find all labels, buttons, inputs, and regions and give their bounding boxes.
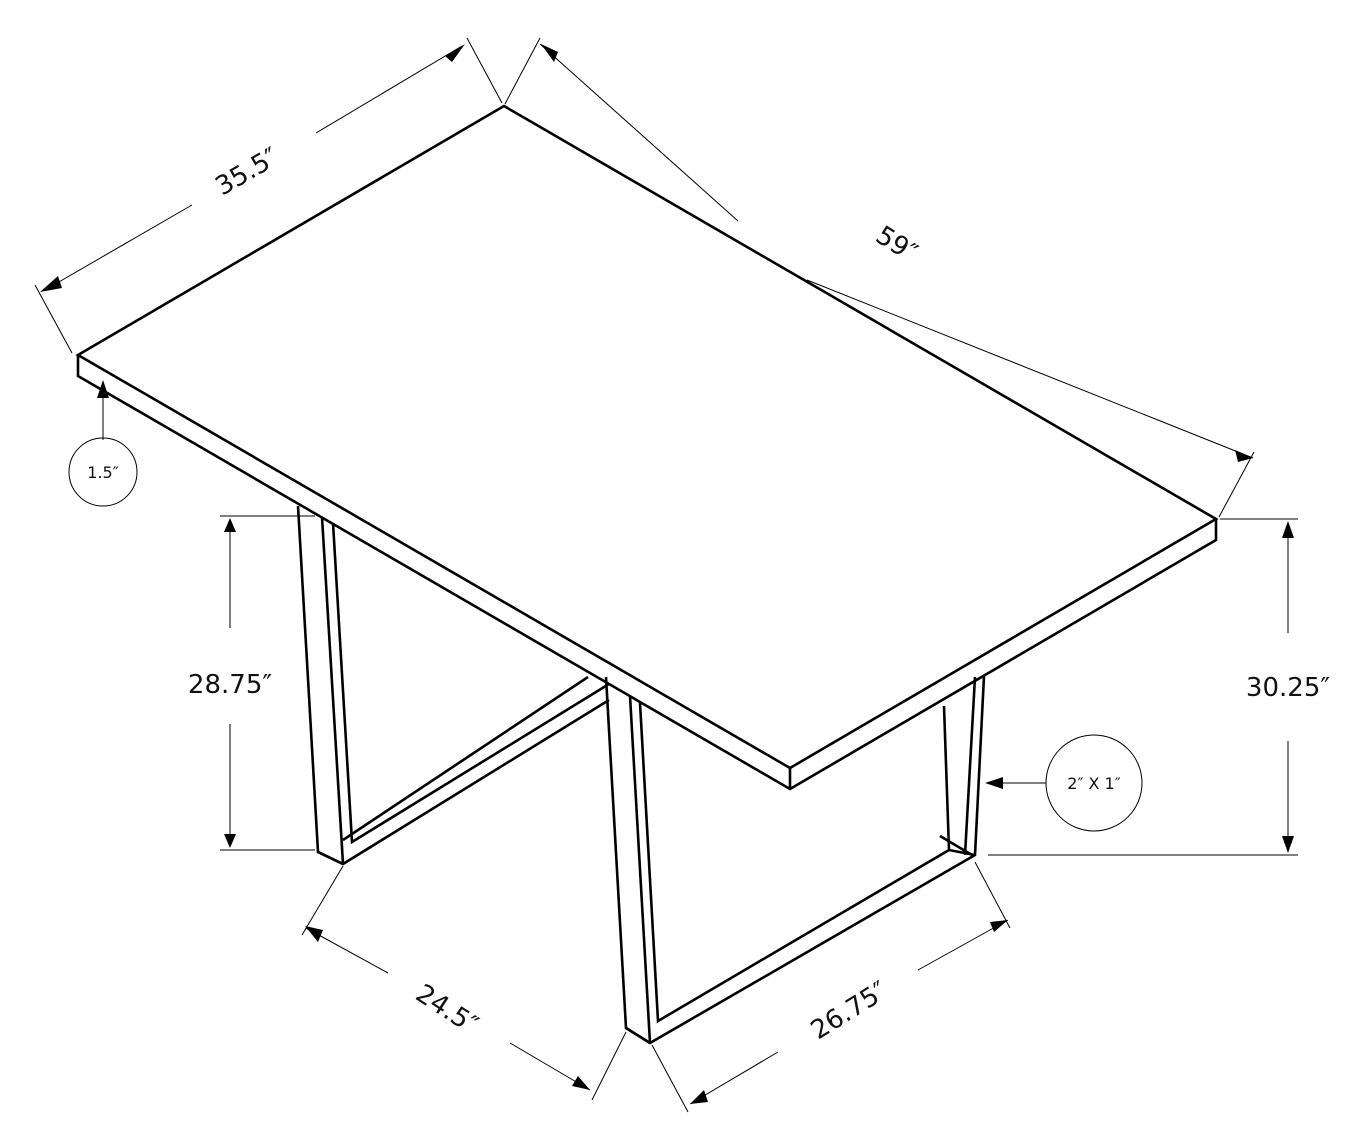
overall-height-label: 30.25″ (1246, 673, 1330, 703)
tube-size-callout (985, 734, 1143, 832)
tube-size-label: 2″ X 1″ (1067, 774, 1120, 793)
overall-height-dimension (988, 518, 1298, 856)
depth-label: 35.5″ (211, 142, 285, 202)
leg-clearance-label: 28.75″ (188, 670, 272, 700)
right-base-label: 26.75″ (806, 976, 894, 1046)
left-base-dimension (301, 865, 627, 1101)
thickness-callout (68, 380, 138, 507)
length-label: 59″ (870, 220, 922, 268)
right-leg-frame (604, 675, 986, 1045)
left-base-label: 24.5″ (410, 979, 483, 1041)
table-top (75, 104, 1219, 791)
depth-dimension (34, 37, 503, 354)
thickness-label: 1.5″ (87, 463, 118, 482)
right-base-dimension (651, 861, 1011, 1113)
length-dimension (504, 37, 1255, 518)
left-leg-frame (296, 505, 610, 866)
leg-clearance-dimension (220, 515, 315, 851)
